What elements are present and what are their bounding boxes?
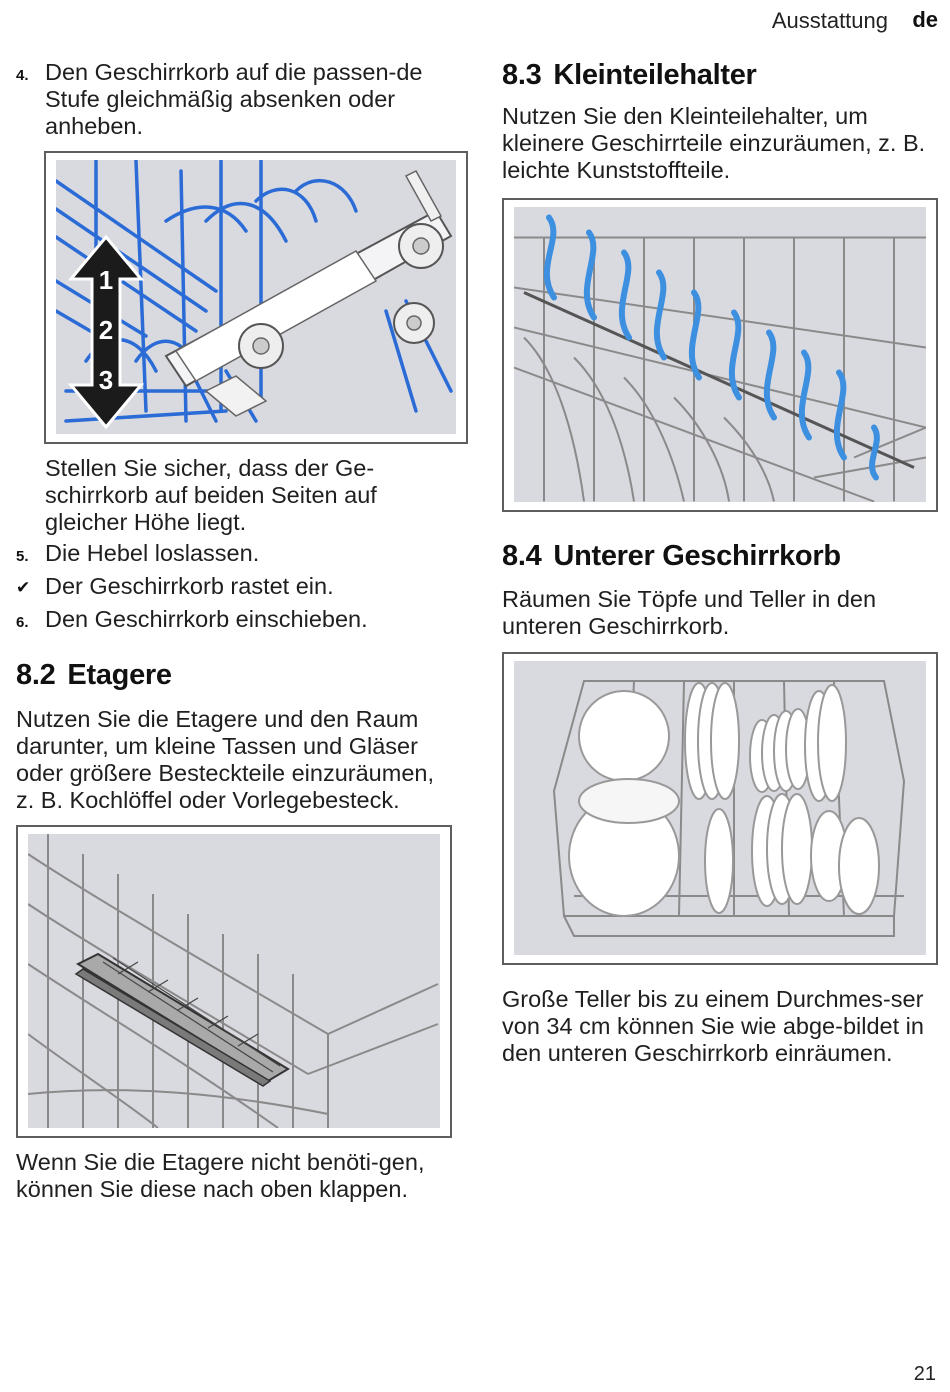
figure-etagere (16, 825, 452, 1138)
etagere-after: Wenn Sie die Etagere nicht benöti-gen, k… (16, 1149, 425, 1202)
heading-kleinteilehalter: 8.3 Kleinteilehalter (502, 58, 942, 92)
unterer-after: Große Teller bis zu einem Durchmes-ser v… (502, 986, 924, 1066)
step-number: 6. (16, 614, 29, 631)
basket-height-illustration: 1 2 3 (56, 160, 453, 430)
heading-etagere: 8.2 Etagere (16, 658, 456, 692)
note-paragraph: Stellen Sie sicher, dass der Ge-schirrko… (45, 455, 377, 535)
step-number: 4. (16, 67, 29, 84)
page-number: 21 (913, 1363, 936, 1385)
step-6: 6. Den Geschirrkorb einschieben. (16, 606, 456, 633)
level-label-3: 3 (99, 365, 113, 395)
kleinteilehalter-body: Nutzen Sie den Kleinteilehalter, um klei… (502, 103, 926, 183)
figure-unterer-geschirrkorb (502, 652, 938, 965)
heading-unterer-geschirrkorb: 8.4 Unterer Geschirrkorb (502, 539, 942, 573)
etagere-illustration (28, 834, 439, 1128)
result-line: ✔ Der Geschirrkorb rastet ein. (16, 573, 456, 600)
level-label-2: 2 (99, 315, 113, 345)
header-language: de (912, 7, 938, 32)
unterer-body: Räumen Sie Töpfe und Teller in den unter… (502, 586, 877, 639)
step-number: 5. (16, 548, 29, 565)
section-number: 8.3 (502, 59, 542, 91)
left-column: 4. Den Geschirrkorb auf die passen-de St… (16, 56, 468, 1203)
section-title: Kleinteilehalter (553, 59, 757, 91)
right-column: 8.3 Kleinteilehalter Nutzen Sie den Klein… (502, 56, 942, 1067)
section-title: Etagere (67, 659, 172, 691)
checkmark-icon: ✔ (16, 578, 31, 597)
section-number: 8.2 (16, 659, 56, 691)
level-label-1: 1 (99, 265, 113, 295)
header-section: Ausstattung (771, 8, 888, 33)
height-arrow-icon (67, 234, 145, 430)
etagere-shelf (74, 952, 290, 1087)
result-text: Der Geschirrkorb rastet ein. (45, 573, 334, 599)
section-title: Unterer Geschirrkorb (553, 540, 841, 572)
step-5: 5. Die Hebel loslassen. (16, 540, 456, 567)
unterer-geschirrkorb-illustration (552, 680, 906, 937)
figure-basket-height: 1 2 3 (44, 151, 468, 444)
etagere-body: Nutzen Sie die Etagere und den Raum daru… (16, 706, 434, 813)
figure-kleinteilehalter (502, 198, 938, 512)
kleinteilehalter-illustration (514, 214, 926, 502)
section-number: 8.4 (502, 540, 542, 572)
step-4: 4. Den Geschirrkorb auf die passen-de St… (16, 59, 456, 140)
step-text: Die Hebel loslassen. (45, 540, 260, 566)
step-text: Den Geschirrkorb einschieben. (45, 606, 368, 632)
step-text: Den Geschirrkorb auf die passen-de Stufe… (45, 59, 423, 139)
